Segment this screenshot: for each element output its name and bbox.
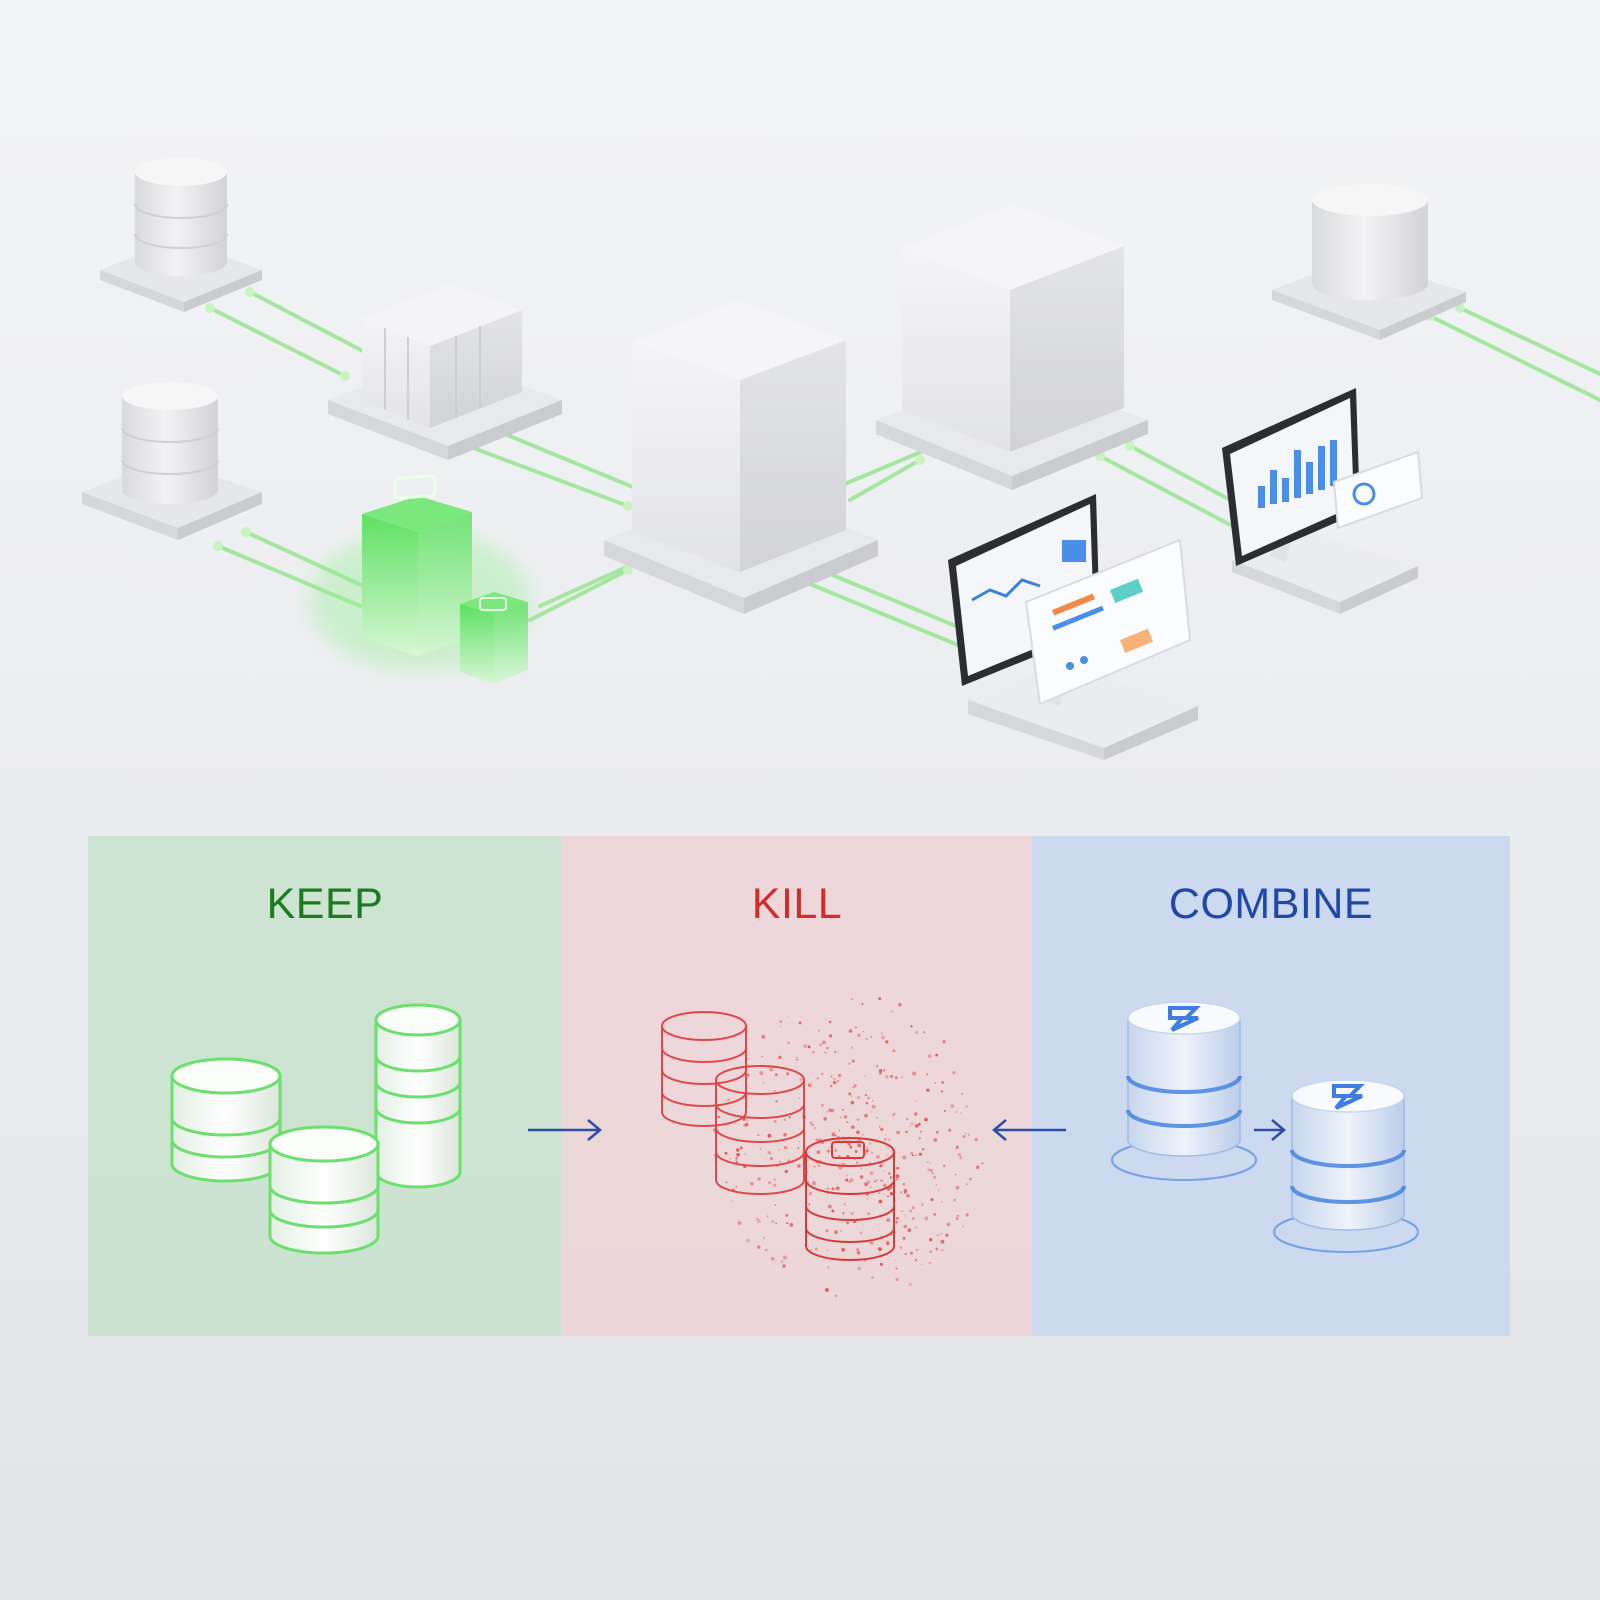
keep-panel: KEEP <box>88 836 562 1336</box>
server-icon <box>328 284 562 460</box>
dashboard-monitor-icon <box>948 494 1198 760</box>
server-icon <box>604 300 878 614</box>
server-icon <box>876 204 1148 490</box>
dashboard-monitor-icon <box>1222 388 1424 614</box>
kill-panel: KILL <box>562 836 1032 1336</box>
keep-title: KEEP <box>266 880 384 928</box>
database-icon <box>82 382 262 540</box>
kill-title: KILL <box>751 880 843 928</box>
database-icon <box>100 158 262 312</box>
database-icon <box>1272 184 1466 340</box>
combine-title: COMBINE <box>1168 880 1374 928</box>
combine-panel: COMBINE <box>1032 836 1510 1336</box>
active-server-icon <box>310 474 530 684</box>
